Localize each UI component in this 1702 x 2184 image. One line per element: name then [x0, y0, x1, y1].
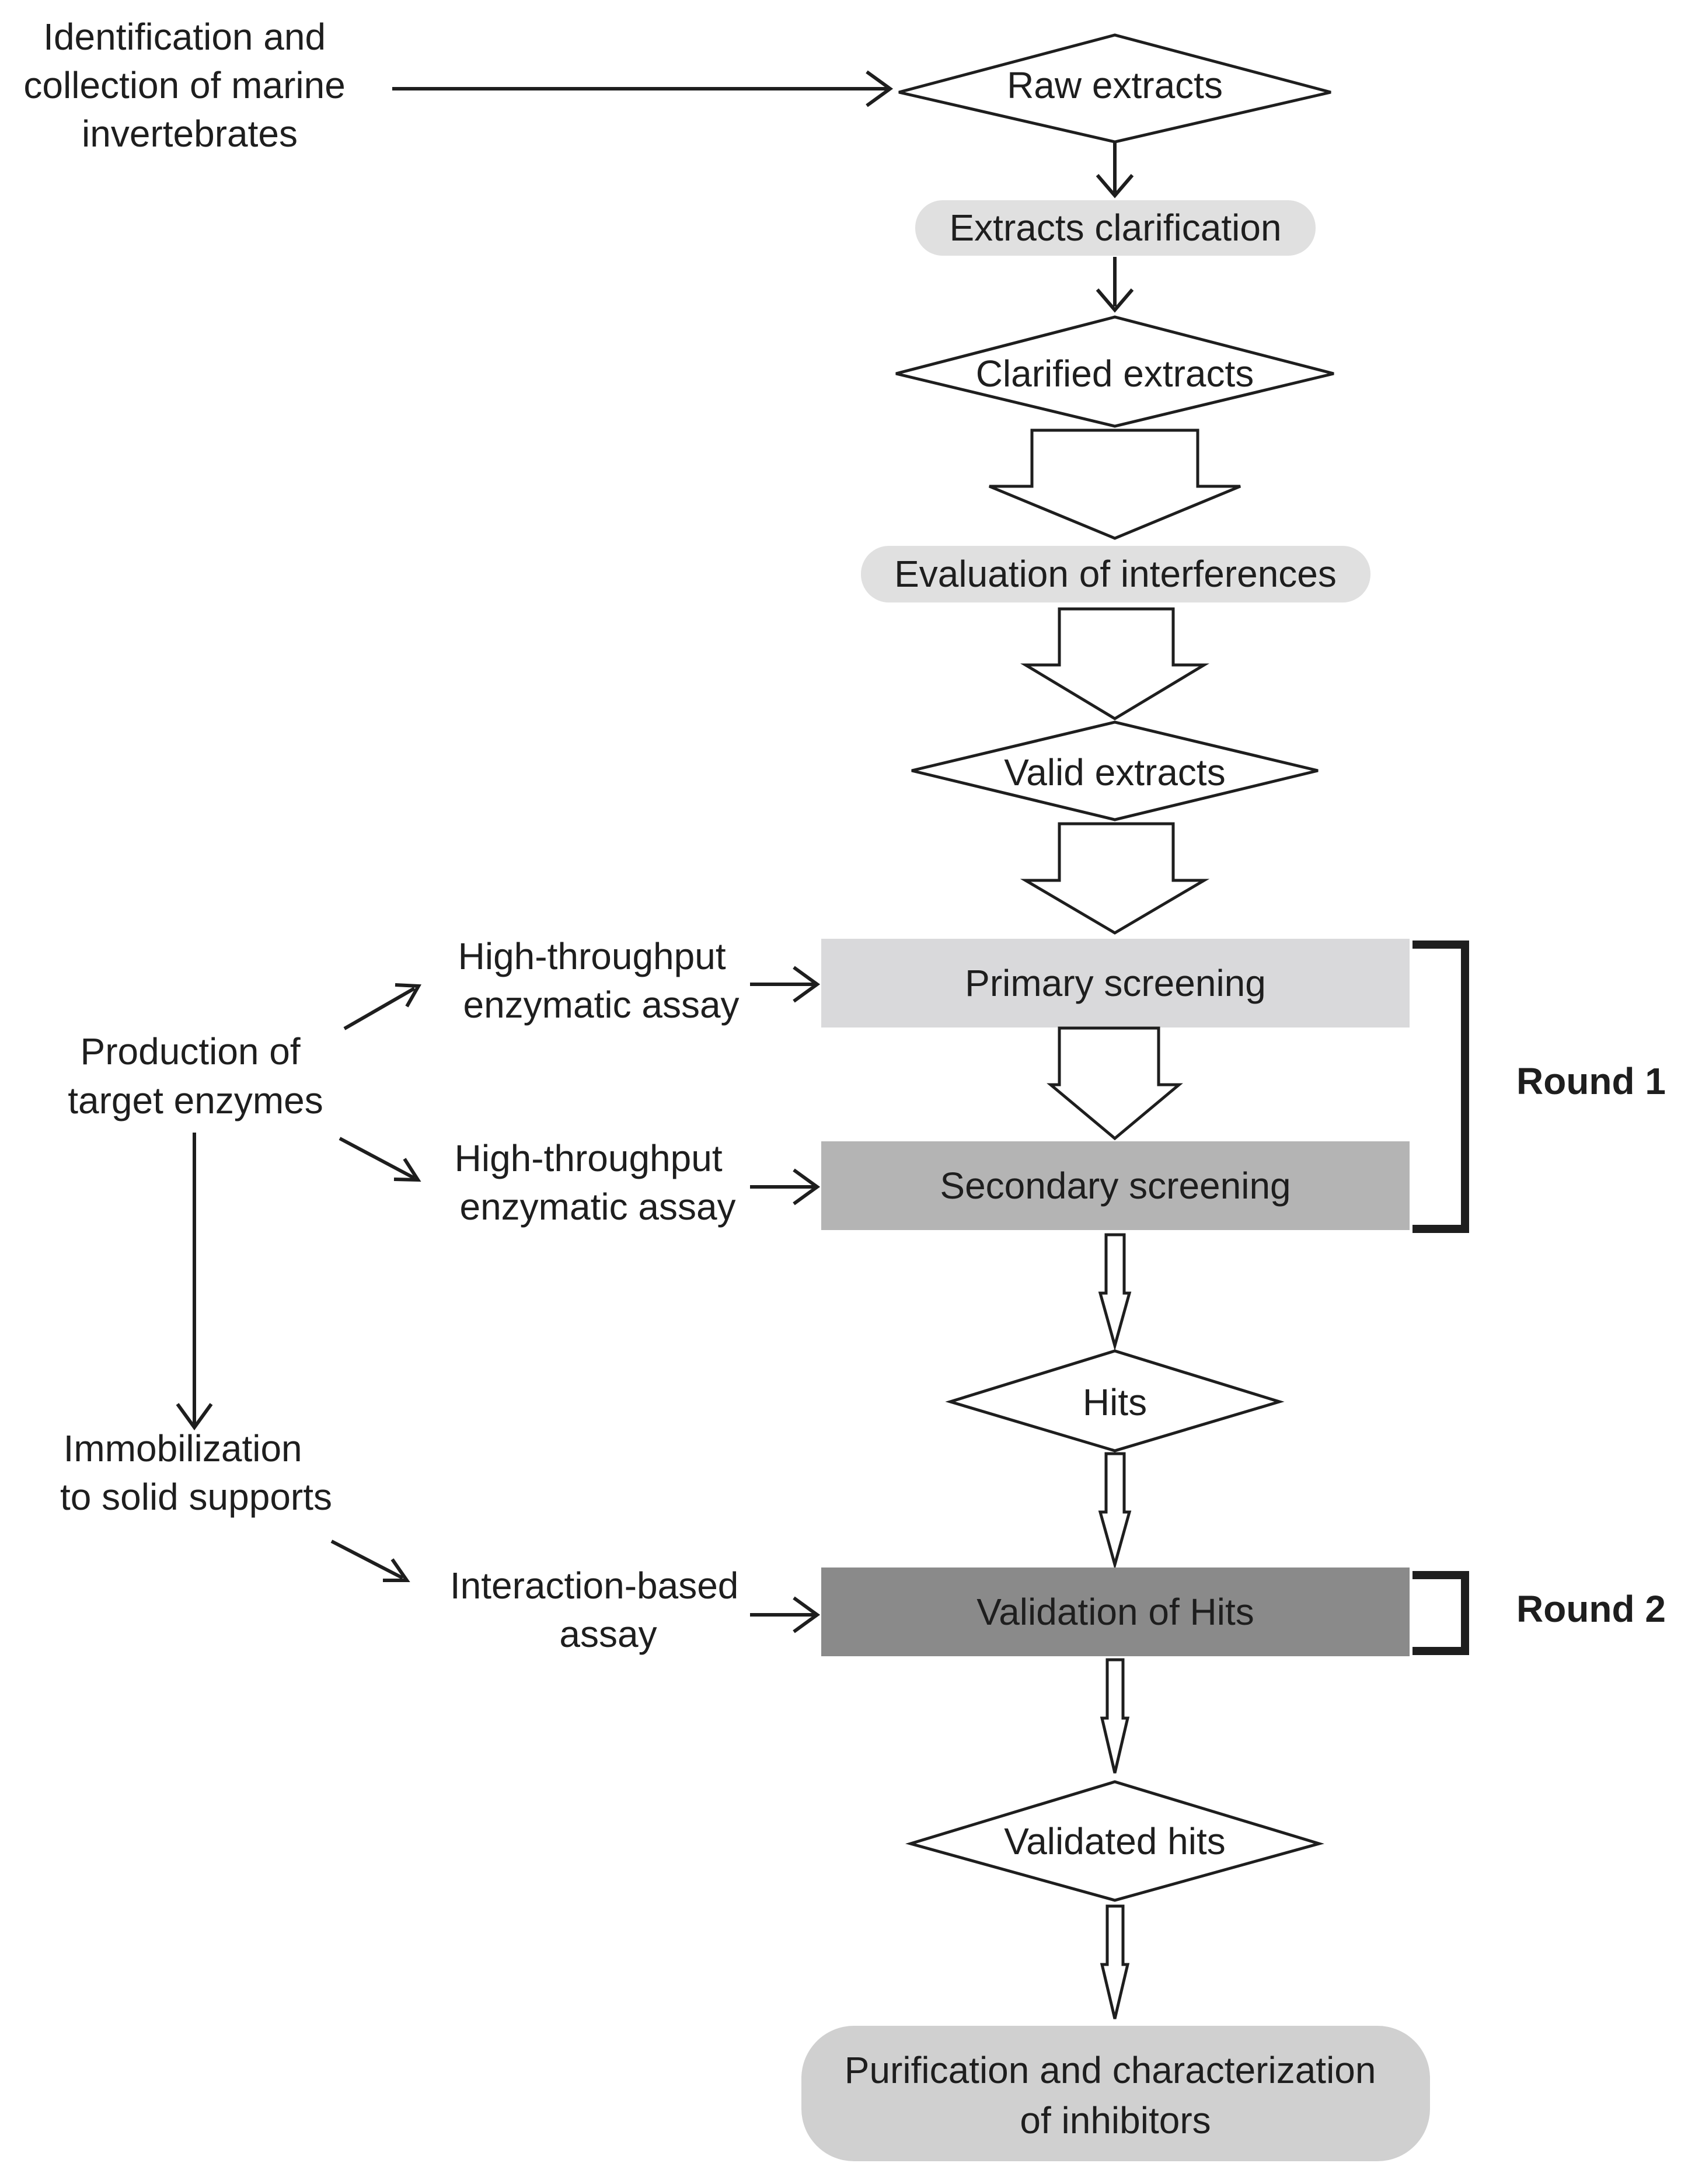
- hits-diamond: [945, 1349, 1285, 1452]
- collection-line-2: collection of marine: [23, 64, 345, 106]
- purification-box: [801, 2026, 1430, 2161]
- production-line-2: target enzymes: [68, 1079, 323, 1121]
- hollow-arrow-1: [989, 429, 1241, 540]
- thin-hollow-arrow-2: [1098, 1452, 1132, 1570]
- extracts-clarification-label: Extracts clarification: [949, 207, 1281, 249]
- arrow-assay-1-to-primary: [750, 966, 821, 1003]
- ht-assay-1-line-1: High-throughput: [458, 935, 726, 977]
- immobilization-label: Immobilization to solid supports: [60, 1427, 332, 1518]
- arrow-production-to-immobilization: [176, 1133, 213, 1431]
- purification-label: Purification and characterization of inh…: [845, 2049, 1387, 2141]
- validated-hits-label: Validated hits: [1004, 1820, 1226, 1862]
- hollow-arrow-4: [1047, 1026, 1183, 1141]
- interaction-line-2: assay: [559, 1613, 657, 1655]
- arrow-clarification-to-clarified: [1096, 257, 1134, 313]
- clarified-extracts-diamond: [895, 315, 1334, 428]
- valid-extracts-label: Valid extracts: [1004, 751, 1225, 793]
- purification-line-1: Purification and characterization: [845, 2049, 1376, 2091]
- thin-hollow-arrow-1: [1098, 1233, 1132, 1351]
- ht-assay-2-label: High-throughput enzymatic assay: [455, 1137, 736, 1228]
- arrow-production-to-assay-1: [343, 983, 422, 1030]
- clarified-extracts-label: Clarified extracts: [976, 353, 1254, 395]
- thin-hollow-arrow-4: [1100, 1904, 1130, 2019]
- primary-screening-box: [821, 939, 1410, 1027]
- ht-assay-2-line-1: High-throughput: [455, 1137, 723, 1179]
- validation-of-hits-label: Validation of Hits: [976, 1591, 1254, 1633]
- raw-extracts-label: Raw extracts: [1007, 64, 1223, 106]
- arrow-production-to-assay-2: [339, 1137, 421, 1182]
- hollow-arrow-3: [1020, 822, 1210, 935]
- interaction-line-1: Interaction-based: [450, 1565, 739, 1607]
- extracts-clarification-box: [915, 200, 1316, 256]
- secondary-screening-box: [821, 1141, 1410, 1230]
- production-line-1: Production of: [81, 1030, 301, 1072]
- evaluation-interferences-box: [861, 546, 1370, 602]
- valid-extracts-diamond: [911, 720, 1319, 821]
- collection-line-1: Identification and: [43, 16, 326, 58]
- round-1-label: Round 1: [1516, 1060, 1666, 1102]
- production-enzymes-label: Production of target enzymes: [68, 1030, 323, 1121]
- arrow-immobilization-to-interaction: [330, 1539, 410, 1582]
- purification-line-2: of inhibitors: [1020, 2099, 1211, 2141]
- collection-line-3: invertebrates: [82, 113, 298, 155]
- round-2-bracket: [1412, 1571, 1469, 1655]
- interaction-assay-label: Interaction-based assay: [450, 1565, 749, 1655]
- secondary-screening-label: Secondary screening: [940, 1165, 1291, 1207]
- collection-label: Identification and collection of marine …: [23, 16, 355, 155]
- immobilization-line-2: to solid supports: [60, 1476, 332, 1518]
- arrow-assay-2-to-secondary: [750, 1168, 821, 1206]
- immobilization-line-1: Immobilization: [64, 1427, 302, 1469]
- thin-hollow-arrow-3: [1100, 1658, 1130, 1774]
- validation-of-hits-box: [821, 1568, 1410, 1656]
- hollow-arrow-2: [1020, 607, 1210, 720]
- raw-extracts-diamond: [898, 33, 1331, 144]
- round-2-label: Round 2: [1516, 1588, 1666, 1630]
- hits-label: Hits: [1083, 1381, 1147, 1423]
- evaluation-interferences-label: Evaluation of interferences: [894, 553, 1337, 595]
- validated-hits-diamond: [905, 1780, 1324, 1902]
- arrow-raw-to-clarification: [1096, 143, 1134, 198]
- ht-assay-1-line-2: enzymatic assay: [463, 984, 739, 1026]
- ht-assay-1-label: High-throughput enzymatic assay: [458, 935, 740, 1026]
- arrow-collection-to-raw: [392, 70, 894, 107]
- round-1-bracket: [1412, 941, 1469, 1233]
- ht-assay-2-line-2: enzymatic assay: [459, 1186, 735, 1228]
- arrow-interaction-to-validation: [750, 1596, 821, 1633]
- primary-screening-label: Primary screening: [965, 962, 1266, 1004]
